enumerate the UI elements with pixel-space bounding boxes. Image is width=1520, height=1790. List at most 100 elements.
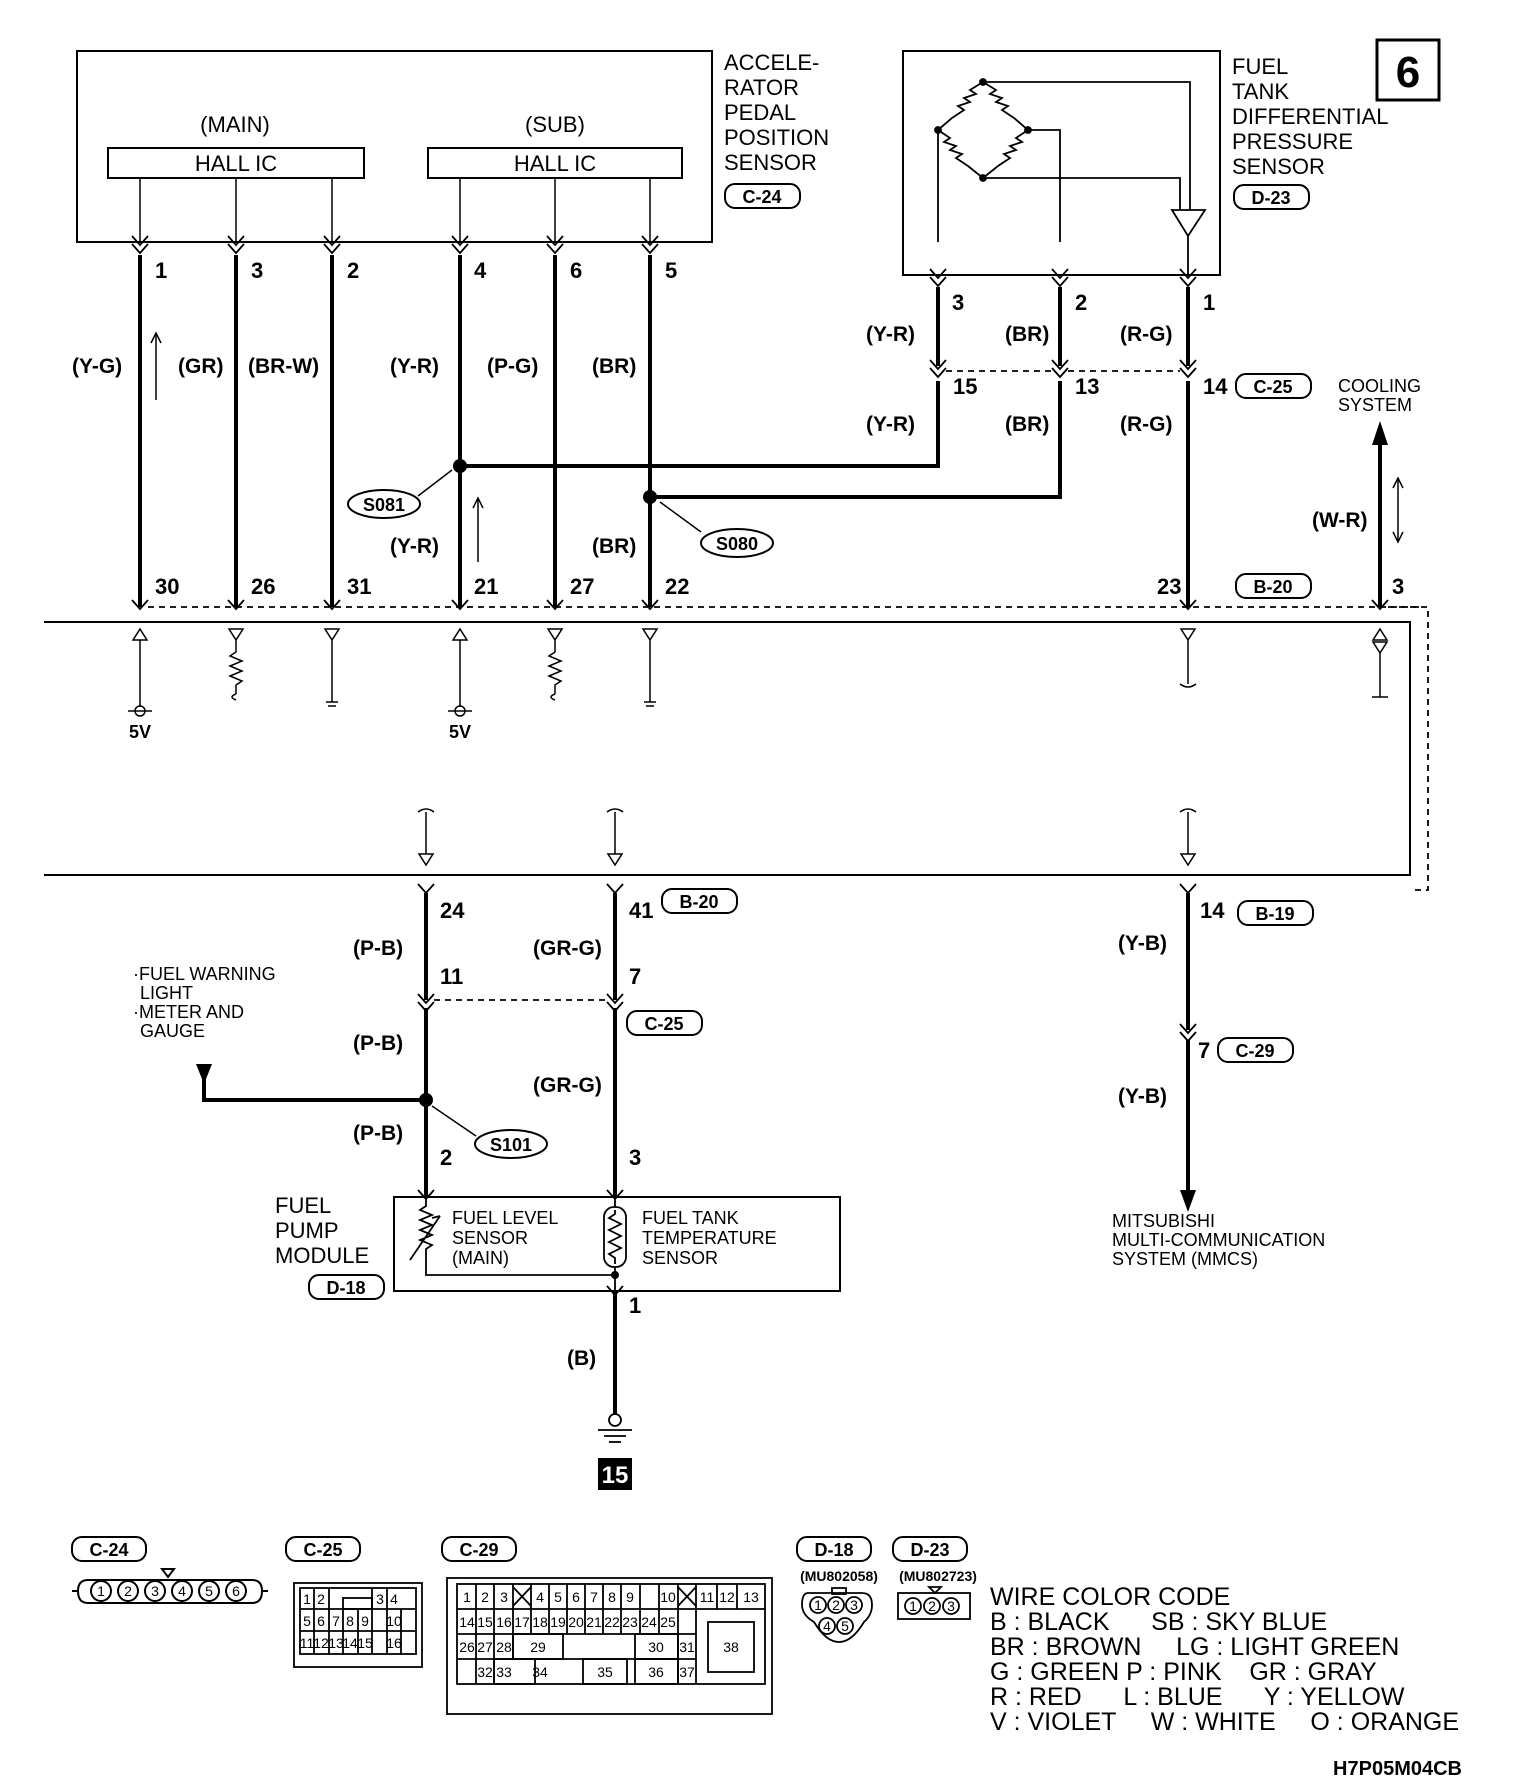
svg-text:1: 1 [814, 1597, 822, 1613]
dp-sensor-name: FUEL TANK DIFFERENTIAL PRESSURE SENSOR [1232, 54, 1388, 179]
cooling-arrow-icon [1372, 421, 1388, 445]
svg-text:35: 35 [597, 1664, 613, 1680]
svg-text:33: 33 [496, 1664, 512, 1680]
wire-color-code-legend: WIRE COLOR CODE B : BLACK SB : SKY BLUE … [990, 1583, 1459, 1736]
svg-text:10: 10 [660, 1589, 676, 1605]
svg-text:2: 2 [124, 1583, 132, 1599]
svg-text:(BR): (BR) [1005, 413, 1049, 436]
pump-connector-tag [308, 1274, 385, 1300]
svg-text:8: 8 [346, 1613, 354, 1629]
svg-text:22: 22 [604, 1614, 620, 1630]
svg-text:14: 14 [1203, 374, 1228, 399]
svg-text:5: 5 [205, 1583, 213, 1599]
svg-text:1: 1 [463, 1589, 471, 1605]
svg-text:(B): (B) [567, 1347, 596, 1370]
c25-face-title: C-25 [303, 1540, 342, 1560]
ecu-top-pins: 30 26 31 21 27 22 23 3 [155, 574, 1404, 599]
d23-face [897, 1586, 971, 1620]
c25-upper-connector [929, 359, 1197, 379]
signal-direction-arrows [150, 331, 1404, 562]
svg-text:(BR): (BR) [1005, 323, 1049, 346]
c24-face-tag [71, 1536, 147, 1562]
svg-text:23: 23 [1157, 574, 1181, 599]
c29-face-pins: 1 2 3 4 5 6 7 8 9 10 11 12 13 14 15 16 1… [459, 1589, 759, 1680]
fuel-warning-arrow-icon [196, 1064, 212, 1084]
svg-text:32: 32 [477, 1664, 493, 1680]
accel-sensor-name: ACCELE- RATOR PEDAL POSITION SENSOR [724, 50, 829, 175]
svg-text:ACCELE-: ACCELE- [724, 50, 819, 75]
svg-text:2: 2 [347, 258, 359, 283]
svg-text:2: 2 [317, 1591, 325, 1607]
d18-face-pins: 1 2 3 4 5 [814, 1597, 858, 1634]
ecu-bottom-pins: 24 41 14 [440, 898, 1225, 923]
svg-text:(Y-B): (Y-B) [1118, 932, 1167, 955]
svg-text:(P-B): (P-B) [353, 937, 403, 960]
pump-connector: D-18 [326, 1278, 365, 1298]
sub-label: (SUB) [525, 112, 585, 137]
ecu-top-connector [131, 599, 1429, 891]
svg-text:21: 21 [586, 1614, 602, 1630]
svg-text:FUEL: FUEL [1232, 54, 1288, 79]
c24-face-title: C-24 [89, 1540, 128, 1560]
accel-sensor-box [76, 50, 713, 243]
svg-text:26: 26 [251, 574, 275, 599]
splice-s081: S081 [363, 495, 405, 515]
svg-text:17: 17 [514, 1614, 530, 1630]
d18-face [801, 1587, 873, 1643]
svg-text:6: 6 [317, 1613, 325, 1629]
svg-text:9: 9 [626, 1589, 634, 1605]
svg-text:13: 13 [328, 1635, 344, 1651]
svg-text:30: 30 [155, 574, 179, 599]
svg-text:GAUGE: GAUGE [140, 1021, 205, 1041]
c25-lower-pins: 11 7 [440, 964, 641, 989]
splice-s081-dot [453, 459, 467, 473]
svg-text:1: 1 [97, 1583, 105, 1599]
c25-face-pins: 1 2 3 4 5 6 7 8 9 10 11 12 13 14 15 16 [300, 1591, 402, 1651]
temp-sensor-label: FUEL TANK TEMPERATURE SENSOR [642, 1208, 777, 1268]
svg-text:12: 12 [719, 1589, 735, 1605]
svg-text:(W-R): (W-R) [1312, 509, 1368, 532]
svg-text:24: 24 [440, 898, 465, 923]
svg-text:·METER AND: ·METER AND [133, 1002, 244, 1022]
b20-lower-connector: B-20 [679, 892, 718, 912]
c24-face-pins: 1 2 3 4 5 6 [97, 1583, 240, 1599]
c25-upper-pins: 15 13 14 [953, 374, 1228, 399]
svg-text:14: 14 [459, 1614, 475, 1630]
svg-text:FUEL LEVEL: FUEL LEVEL [452, 1208, 558, 1228]
fuel-warning-label: ·FUEL WARNING LIGHT ·METER AND GAUGE [133, 964, 276, 1041]
svg-text:8: 8 [608, 1589, 616, 1605]
svg-text:WIRE COLOR CODE: WIRE COLOR CODE [990, 1583, 1230, 1611]
svg-text:MITSUBISHI: MITSUBISHI [1112, 1211, 1215, 1231]
svg-text:12: 12 [313, 1635, 329, 1651]
accel-connector: C-24 [742, 187, 781, 207]
d18-face-tag [796, 1536, 872, 1562]
svg-text:24: 24 [641, 1614, 657, 1630]
pump-pin-3: 3 [629, 1145, 641, 1170]
mmcs-arrow-icon [1180, 1190, 1196, 1212]
svg-text:19: 19 [550, 1614, 566, 1630]
d23-part-number: (MU802723) [899, 1568, 977, 1584]
svg-text:2: 2 [1075, 290, 1087, 315]
svg-text:(Y-R): (Y-R) [866, 413, 915, 436]
svg-text:25: 25 [660, 1614, 676, 1630]
wires [138, 255, 1382, 607]
svg-text:6: 6 [572, 1589, 580, 1605]
svg-text:5: 5 [841, 1618, 849, 1634]
hall-ic-sub: HALL IC [514, 151, 596, 176]
volts-label-2: 5V [449, 722, 471, 742]
c29-face [446, 1577, 773, 1715]
svg-text:DIFFERENTIAL: DIFFERENTIAL [1232, 104, 1388, 129]
svg-text:37: 37 [679, 1664, 695, 1680]
svg-text:6: 6 [232, 1583, 240, 1599]
c25-upper-tag [1235, 373, 1312, 399]
svg-text:3: 3 [947, 1598, 955, 1614]
svg-text:2: 2 [832, 1597, 840, 1613]
svg-text:(Y-R): (Y-R) [866, 323, 915, 346]
svg-text:SENSOR: SENSOR [452, 1228, 528, 1248]
svg-text:34: 34 [532, 1664, 548, 1680]
svg-text:36: 36 [648, 1664, 664, 1680]
svg-text:1: 1 [303, 1591, 311, 1607]
svg-text:3: 3 [952, 290, 964, 315]
svg-text:7: 7 [332, 1613, 340, 1629]
